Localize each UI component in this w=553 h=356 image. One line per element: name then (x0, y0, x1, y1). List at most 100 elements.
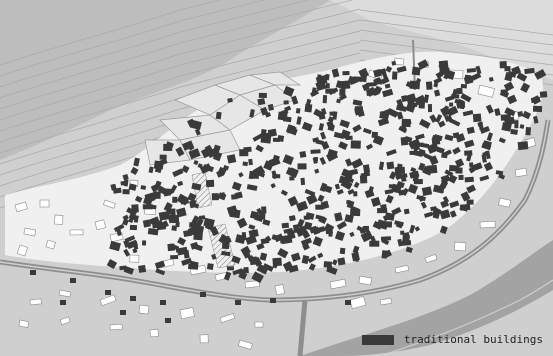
traditional-building (106, 259, 118, 270)
traditional-building (417, 59, 429, 70)
traditional-building (60, 300, 66, 305)
traditional-building (300, 177, 306, 186)
traditional-building (532, 105, 543, 113)
traditional-building (470, 72, 482, 82)
traditional-building (325, 229, 334, 235)
modern-building (58, 289, 72, 298)
traditional-building (466, 153, 472, 162)
traditional-building (337, 257, 346, 266)
modern-building (479, 220, 496, 229)
traditional-building (517, 141, 529, 151)
traditional-building (382, 249, 392, 259)
traditional-building (251, 271, 264, 284)
river-bank-line (379, 279, 553, 356)
traditional-building (336, 188, 344, 195)
traditional-building (362, 127, 372, 135)
traditional-building (277, 248, 289, 259)
traditional-building (408, 140, 418, 150)
traditional-building (370, 196, 381, 207)
traditional-building (350, 140, 361, 149)
traditional-building (380, 236, 392, 241)
traditional-building (424, 211, 433, 218)
traditional-building (439, 225, 448, 235)
traditional-building (348, 178, 354, 184)
traditional-building (498, 173, 506, 180)
traditional-building (485, 104, 494, 114)
traditional-building (265, 235, 272, 242)
traditional-building (376, 78, 384, 85)
traditional-building (460, 83, 468, 89)
main-road-centerline (0, 119, 549, 301)
modern-building (29, 298, 42, 306)
traditional-building (191, 222, 199, 228)
traditional-building (396, 163, 403, 169)
traditional-building (472, 113, 482, 123)
traditional-building (263, 131, 272, 139)
traditional-building (364, 188, 375, 199)
traditional-building (401, 240, 412, 246)
traditional-building (436, 146, 445, 154)
traditional-building (342, 71, 350, 76)
traditional-building (396, 180, 405, 189)
modern-building (477, 84, 495, 98)
traditional-building (420, 201, 427, 209)
traditional-building (262, 219, 271, 226)
traditional-building (242, 249, 251, 259)
traditional-building (329, 111, 334, 116)
traditional-building (281, 222, 290, 229)
traditional-building (395, 222, 403, 229)
traditional-building (456, 98, 465, 108)
traditional-building (520, 82, 531, 93)
modern-building (94, 219, 107, 231)
traditional-building (282, 260, 294, 272)
traditional-building (439, 209, 451, 220)
traditional-building (352, 99, 363, 107)
traditional-building (187, 192, 197, 202)
traditional-building (296, 116, 302, 125)
traditional-building (320, 131, 327, 140)
traditional-building (464, 176, 474, 183)
traditional-building (411, 66, 421, 76)
traditional-building (312, 157, 318, 164)
traditional-building (413, 145, 421, 152)
traditional-building (438, 60, 449, 70)
traditional-building (146, 203, 157, 210)
traditional-building (241, 231, 247, 241)
traditional-building (433, 77, 443, 85)
traditional-building (221, 250, 231, 257)
traditional-building (308, 263, 316, 271)
traditional-building (223, 271, 232, 281)
traditional-building (384, 83, 391, 89)
traditional-building (256, 242, 265, 251)
traditional-building (277, 111, 288, 121)
traditional-building (221, 238, 232, 245)
modern-building (274, 284, 285, 296)
traditional-building (464, 139, 475, 148)
traditional-building (181, 140, 194, 151)
traditional-building (433, 82, 439, 88)
modern-building (39, 199, 50, 208)
traditional-building (270, 183, 276, 189)
traditional-building (504, 107, 514, 116)
traditional-building (132, 241, 139, 250)
traditional-building (495, 170, 504, 176)
traditional-building (151, 220, 163, 229)
traditional-building (385, 65, 393, 73)
traditional-building (447, 115, 453, 123)
traditional-building (296, 200, 309, 212)
traditional-building (282, 154, 294, 166)
traditional-building (516, 72, 528, 82)
traditional-building (396, 111, 404, 120)
traditional-building (332, 111, 338, 120)
traditional-building (211, 193, 219, 201)
traditional-building (287, 195, 299, 207)
traditional-building (339, 119, 350, 129)
traditional-building (377, 208, 388, 214)
traditional-building (177, 180, 184, 187)
traditional-building (272, 137, 280, 143)
traditional-building (295, 107, 301, 114)
traditional-building (386, 149, 397, 157)
traditional-building (384, 189, 394, 195)
traditional-building (256, 207, 264, 217)
